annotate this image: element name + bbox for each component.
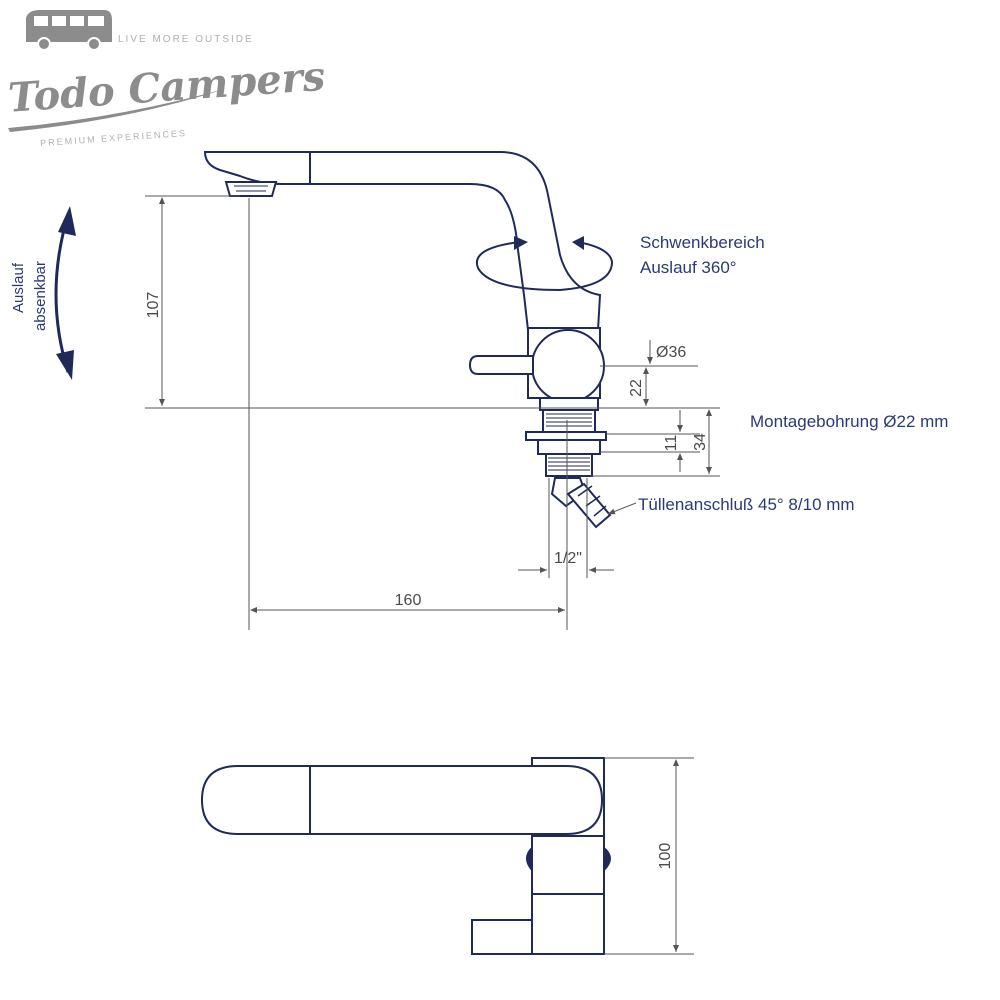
dim-label-11: 11 xyxy=(663,435,680,452)
dim-thread-half-inch xyxy=(518,478,614,578)
label-swivel-range-line2: Auslauf 360° xyxy=(640,258,737,277)
label-mounting-hole: Montagebohrung Ø22 mm xyxy=(750,412,948,431)
side-view: 107 160 Ø36 22 11 34 xyxy=(54,151,720,630)
dim-label-half-inch: 1/2" xyxy=(554,550,582,567)
aerator xyxy=(224,181,278,197)
faucet-spout xyxy=(203,151,602,331)
lower-spout-arrow-icon xyxy=(54,206,76,380)
dim-length-160 xyxy=(248,198,568,630)
washer xyxy=(525,431,607,441)
brand-logo: LIVE MORE OUTSIDE Todo Campers PREMIUM E… xyxy=(7,10,327,148)
label-spout-lowerable-line2: absenkbar xyxy=(32,261,49,331)
dim-label-diameter-36: Ø36 xyxy=(656,344,686,361)
lock-nut xyxy=(537,439,601,455)
logo-wordmark: Todo Campers xyxy=(7,53,327,122)
label-spout-lowerable-line1: Auslauf xyxy=(10,262,27,313)
mixer-cartridge xyxy=(531,329,605,403)
dim-label-100: 100 xyxy=(657,843,674,870)
logo-swoosh xyxy=(8,88,228,132)
dim-height-107 xyxy=(145,195,720,409)
top-lever xyxy=(471,919,533,955)
label-hose-connection: Tüllenanschluß 45° 8/10 mm xyxy=(638,495,855,514)
logo-tagline: LIVE MORE OUTSIDE xyxy=(118,34,254,45)
dim-height-11-34 xyxy=(590,409,720,477)
dim-label-160: 160 xyxy=(395,592,422,609)
camper-van-icon xyxy=(26,10,112,51)
hose-nozzle xyxy=(550,477,612,529)
top-view: 100 xyxy=(200,757,694,955)
dim-diameter-36 xyxy=(600,340,698,367)
dim-width-100 xyxy=(604,757,694,955)
rotation-arrow-icon xyxy=(475,241,614,292)
label-swivel-range-line1: Schwenkbereich xyxy=(640,233,765,252)
dim-label-107: 107 xyxy=(145,292,162,319)
thread-shank xyxy=(542,409,596,433)
dim-label-22: 22 xyxy=(628,379,645,397)
lever-handle xyxy=(468,355,534,375)
top-spout xyxy=(200,765,604,835)
logo-subtitle: PREMIUM EXPERIENCES xyxy=(40,128,187,148)
lower-thread xyxy=(545,453,593,477)
dim-label-34: 34 xyxy=(692,433,709,451)
